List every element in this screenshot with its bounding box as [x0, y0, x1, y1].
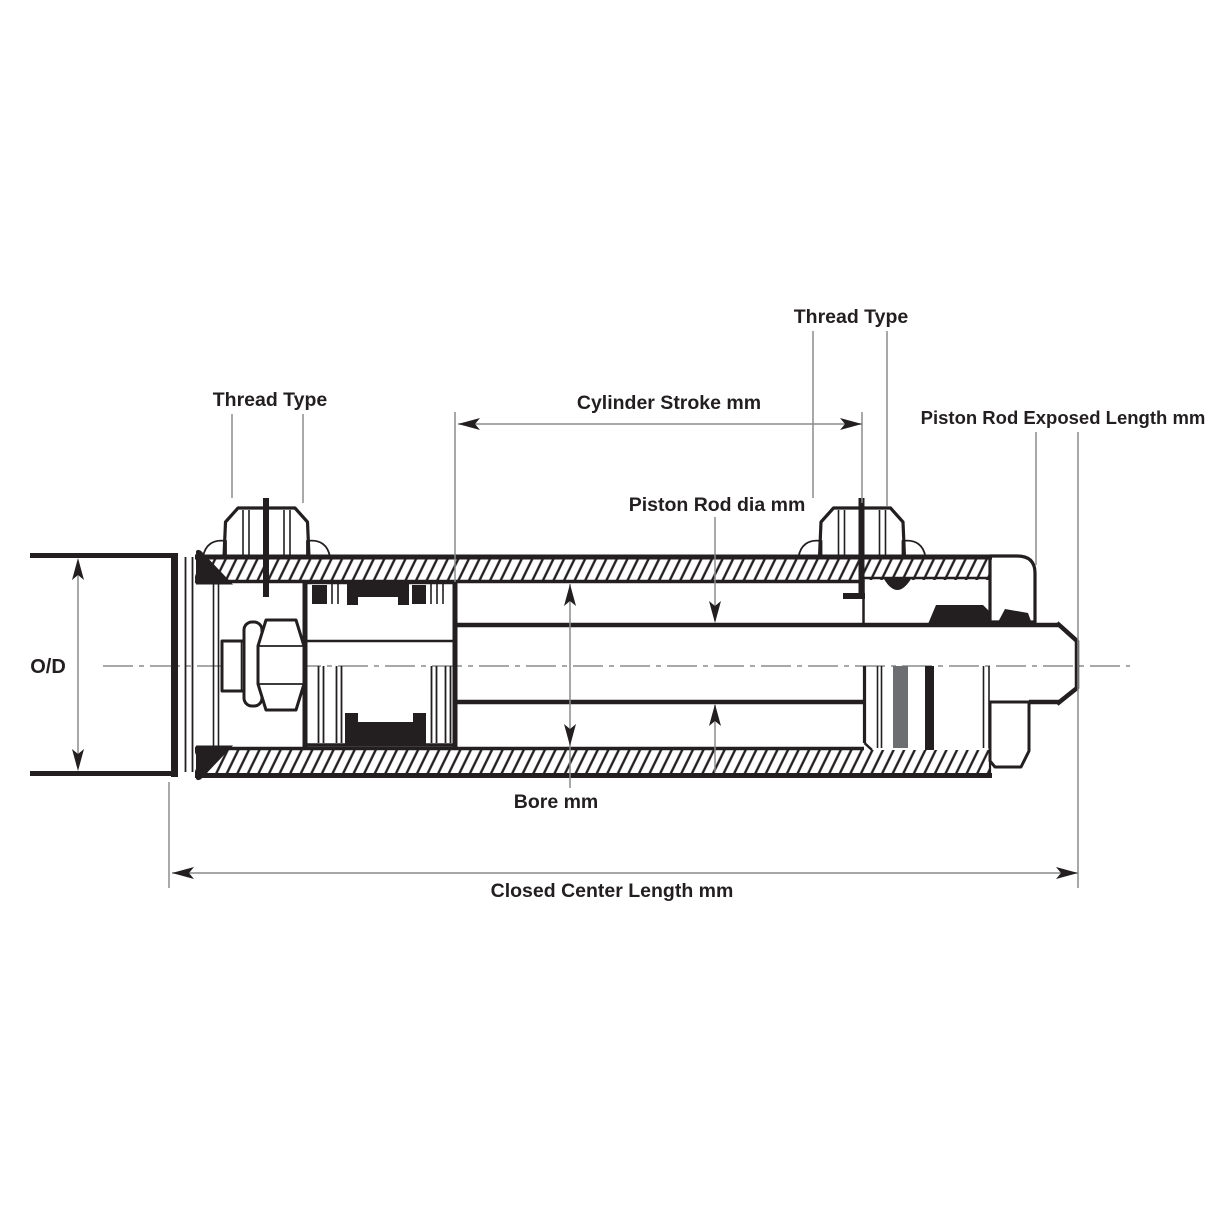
thread-type-leaders-right: [812, 331, 888, 506]
piston-rod: [457, 621, 1080, 706]
rod-seal: [928, 605, 990, 624]
exposed-length-dimension: [1035, 432, 1079, 888]
rod-gland-head: [843, 554, 1037, 769]
od-dimension: [72, 558, 84, 771]
weld-fillets: [196, 549, 233, 781]
end-cap-face: [171, 553, 178, 777]
thread-type-leaders-left: [231, 414, 304, 503]
piston-nut-washer: [220, 618, 306, 712]
rod-wiper-seal: [997, 609, 1032, 624]
piston-right-face: [452, 583, 458, 748]
closed-center-length-label: Closed Center Length mm: [491, 880, 734, 902]
thread-type-right-label: Thread Type: [794, 306, 909, 328]
outer-diameter-label: O/D: [30, 656, 66, 678]
port-fitting-left: [201, 498, 332, 597]
rod-thread-stub: [220, 639, 248, 693]
port-passage: [858, 498, 865, 597]
weld-bead: [306, 539, 332, 558]
stroke-dimension: [454, 412, 863, 582]
piston-nut: [256, 618, 306, 712]
cylinder-stroke-label: Cylinder Stroke mm: [577, 392, 761, 414]
thread-type-left-label: Thread Type: [213, 389, 328, 411]
port-passage: [263, 498, 269, 597]
port-fitting-right: [797, 498, 927, 597]
cap-nut-lower-profile: [988, 700, 1031, 769]
bore-label: Bore mm: [514, 791, 599, 813]
piston-seal-left: [312, 585, 327, 604]
gland-gray-seal-band: [893, 666, 908, 748]
bore-dimension: [564, 584, 576, 788]
closed-length-dimension: [168, 782, 1078, 888]
piston-lower-seal: [345, 713, 426, 744]
gland-o-ring-seal: [884, 579, 911, 590]
barrel-top-wall: [195, 559, 990, 580]
rod-end-chamfer: [1055, 621, 1080, 706]
cap-thread-relief: [1001, 558, 1015, 620]
piston-seal-right: [412, 585, 426, 604]
gland-black-ring: [925, 666, 934, 750]
barrel-bottom-wall: [195, 750, 990, 774]
piston-rod-dia-label: Piston Rod dia mm: [629, 494, 806, 516]
cap-nut-section: [988, 554, 1037, 624]
port-elbow: [843, 593, 865, 599]
piston-seal-band: [347, 584, 409, 597]
weld-bead: [901, 539, 927, 558]
fitting-body: [222, 506, 311, 559]
fitting-body: [817, 506, 907, 559]
cylinder-barrel: [195, 554, 992, 778]
piston-rod-exposed-length-label: Piston Rod Exposed Length mm: [921, 407, 1206, 428]
left-mount-tube: [30, 553, 220, 777]
rod-dia-dimension: [709, 517, 721, 772]
